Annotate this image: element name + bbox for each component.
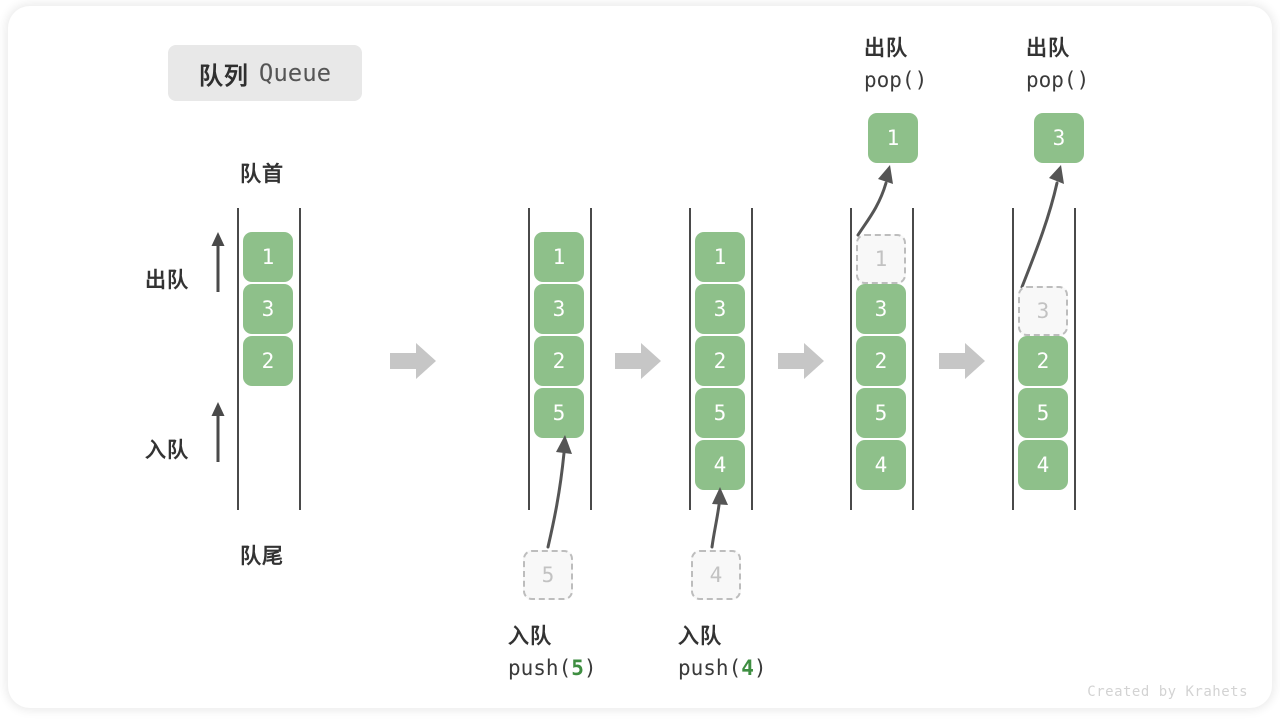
step-arrow-3-icon — [778, 343, 824, 379]
column-2-rail-right — [590, 208, 592, 510]
cell: 3 — [243, 284, 293, 334]
incoming-ghost-cell: 4 — [691, 550, 741, 600]
column-1-rail-left — [237, 208, 239, 510]
step-arrow-2-icon — [615, 343, 661, 379]
cell: 1 — [534, 232, 584, 282]
push-4-caption-code: push(4) — [678, 656, 767, 680]
queue-front-label: 队首 — [240, 163, 284, 186]
pop-3-caption-code: pop() — [1026, 68, 1090, 92]
column-1-rail-right — [299, 208, 301, 510]
popped-ghost-slot: 3 — [1018, 286, 1068, 336]
push-5-caption-cn: 入队 — [508, 625, 552, 648]
pop-1-caption: 出队 pop() — [864, 32, 927, 92]
cell: 5 — [695, 388, 745, 438]
enqueue-label: 入队 — [145, 439, 189, 462]
cell: 4 — [1018, 440, 1068, 490]
popped-cell: 3 — [1034, 113, 1084, 163]
pop-3-caption-cn: 出队 — [1026, 37, 1070, 60]
step-arrow-4-icon — [939, 343, 985, 379]
title-cn: 队列 — [198, 62, 249, 90]
cell: 4 — [856, 440, 906, 490]
push-5-caption: 入队 push(5) — [508, 620, 597, 680]
popped-ghost-slot: 1 — [856, 234, 906, 284]
incoming-ghost-cell: 5 — [523, 550, 573, 600]
cell: 5 — [1018, 388, 1068, 438]
column-2-rail-left — [528, 208, 530, 510]
column-4-rail-right — [912, 208, 914, 510]
dequeue-direction-arrow — [211, 232, 225, 292]
cell: 5 — [534, 388, 584, 438]
cell: 2 — [534, 336, 584, 386]
cell: 2 — [243, 336, 293, 386]
cell: 2 — [1018, 336, 1068, 386]
cell: 5 — [856, 388, 906, 438]
queue-rear-label: 队尾 — [240, 545, 284, 568]
title-en: Queue — [258, 59, 332, 87]
diagram-title-chip: 队列 Queue — [168, 45, 362, 101]
cell: 1 — [243, 232, 293, 282]
column-5-rail-right — [1074, 208, 1076, 510]
cell: 3 — [695, 284, 745, 334]
cell: 2 — [856, 336, 906, 386]
cell: 1 — [695, 232, 745, 282]
column-3-rail-left — [689, 208, 691, 510]
dequeue-label: 出队 — [145, 269, 189, 292]
popped-cell: 1 — [868, 113, 918, 163]
column-4-rail-left — [850, 208, 852, 510]
pop-1-caption-code: pop() — [864, 68, 928, 92]
pop-3-caption: 出队 pop() — [1026, 32, 1089, 92]
push-5-caption-code: push(5) — [508, 656, 597, 680]
cell: 3 — [856, 284, 906, 334]
column-5-rail-left — [1012, 208, 1014, 510]
cell: 2 — [695, 336, 745, 386]
push-4-caption-cn: 入队 — [678, 625, 722, 648]
cell: 3 — [534, 284, 584, 334]
column-3-rail-right — [751, 208, 753, 510]
pop-1-caption-cn: 出队 — [864, 37, 908, 60]
cell: 4 — [695, 440, 745, 490]
watermark: Created by Krahets — [1087, 684, 1248, 700]
push-4-caption: 入队 push(4) — [678, 620, 767, 680]
step-arrow-1-icon — [390, 343, 436, 379]
enqueue-direction-arrow — [211, 402, 225, 462]
